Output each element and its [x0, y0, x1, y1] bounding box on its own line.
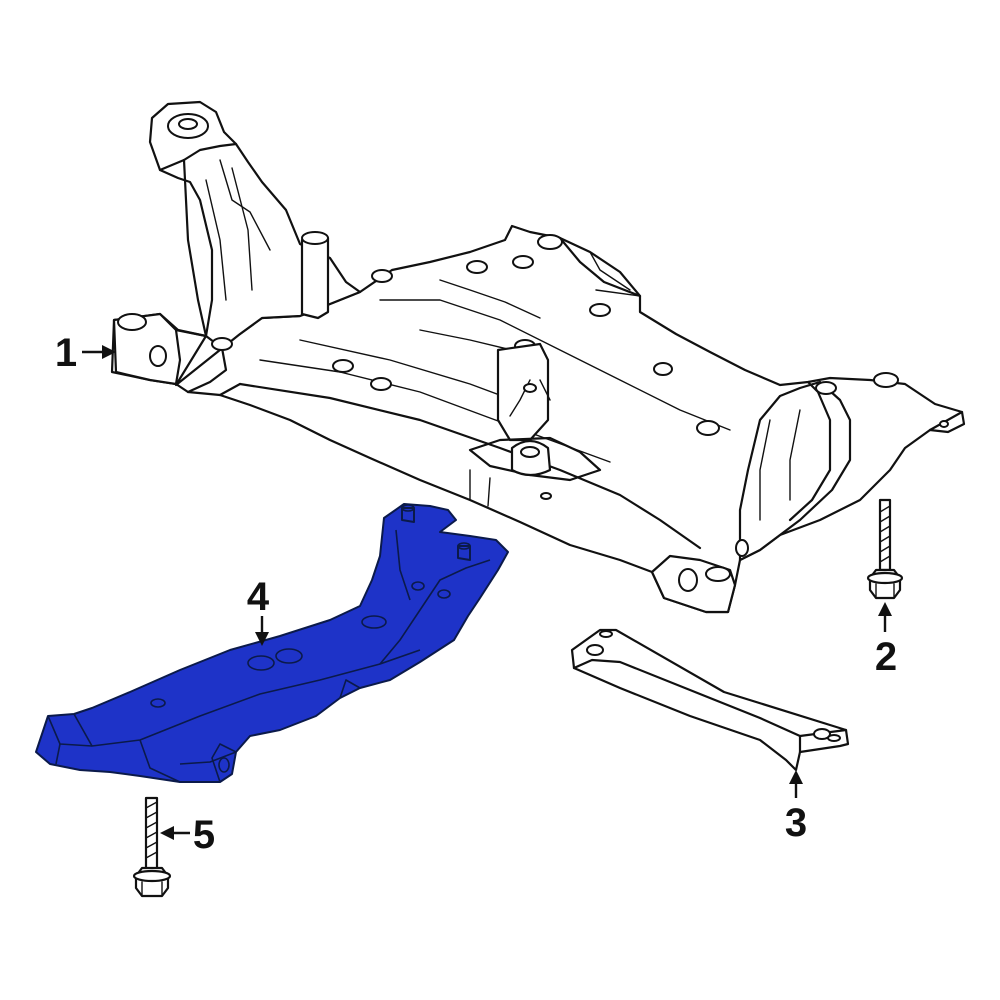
- callout-label-4: 4: [247, 575, 270, 619]
- brace-bar-icon: [570, 628, 850, 772]
- callout-arrow-5: [160, 826, 190, 840]
- bolt-icon-left: [132, 796, 172, 898]
- callout-arrow-4: [255, 616, 269, 646]
- bolt-icon-right: [866, 498, 904, 600]
- callout-arrow-1: [82, 345, 116, 359]
- subframe-icon: [110, 100, 966, 614]
- callout-label-1: 1: [55, 331, 77, 375]
- callout-label-5: 5: [193, 813, 215, 857]
- callout-label-2: 2: [875, 635, 897, 679]
- callout-arrow-3: [789, 770, 803, 798]
- splash-shield-icon: [35, 503, 509, 783]
- callout-arrow-2: [878, 602, 892, 632]
- callout-label-3: 3: [785, 801, 807, 845]
